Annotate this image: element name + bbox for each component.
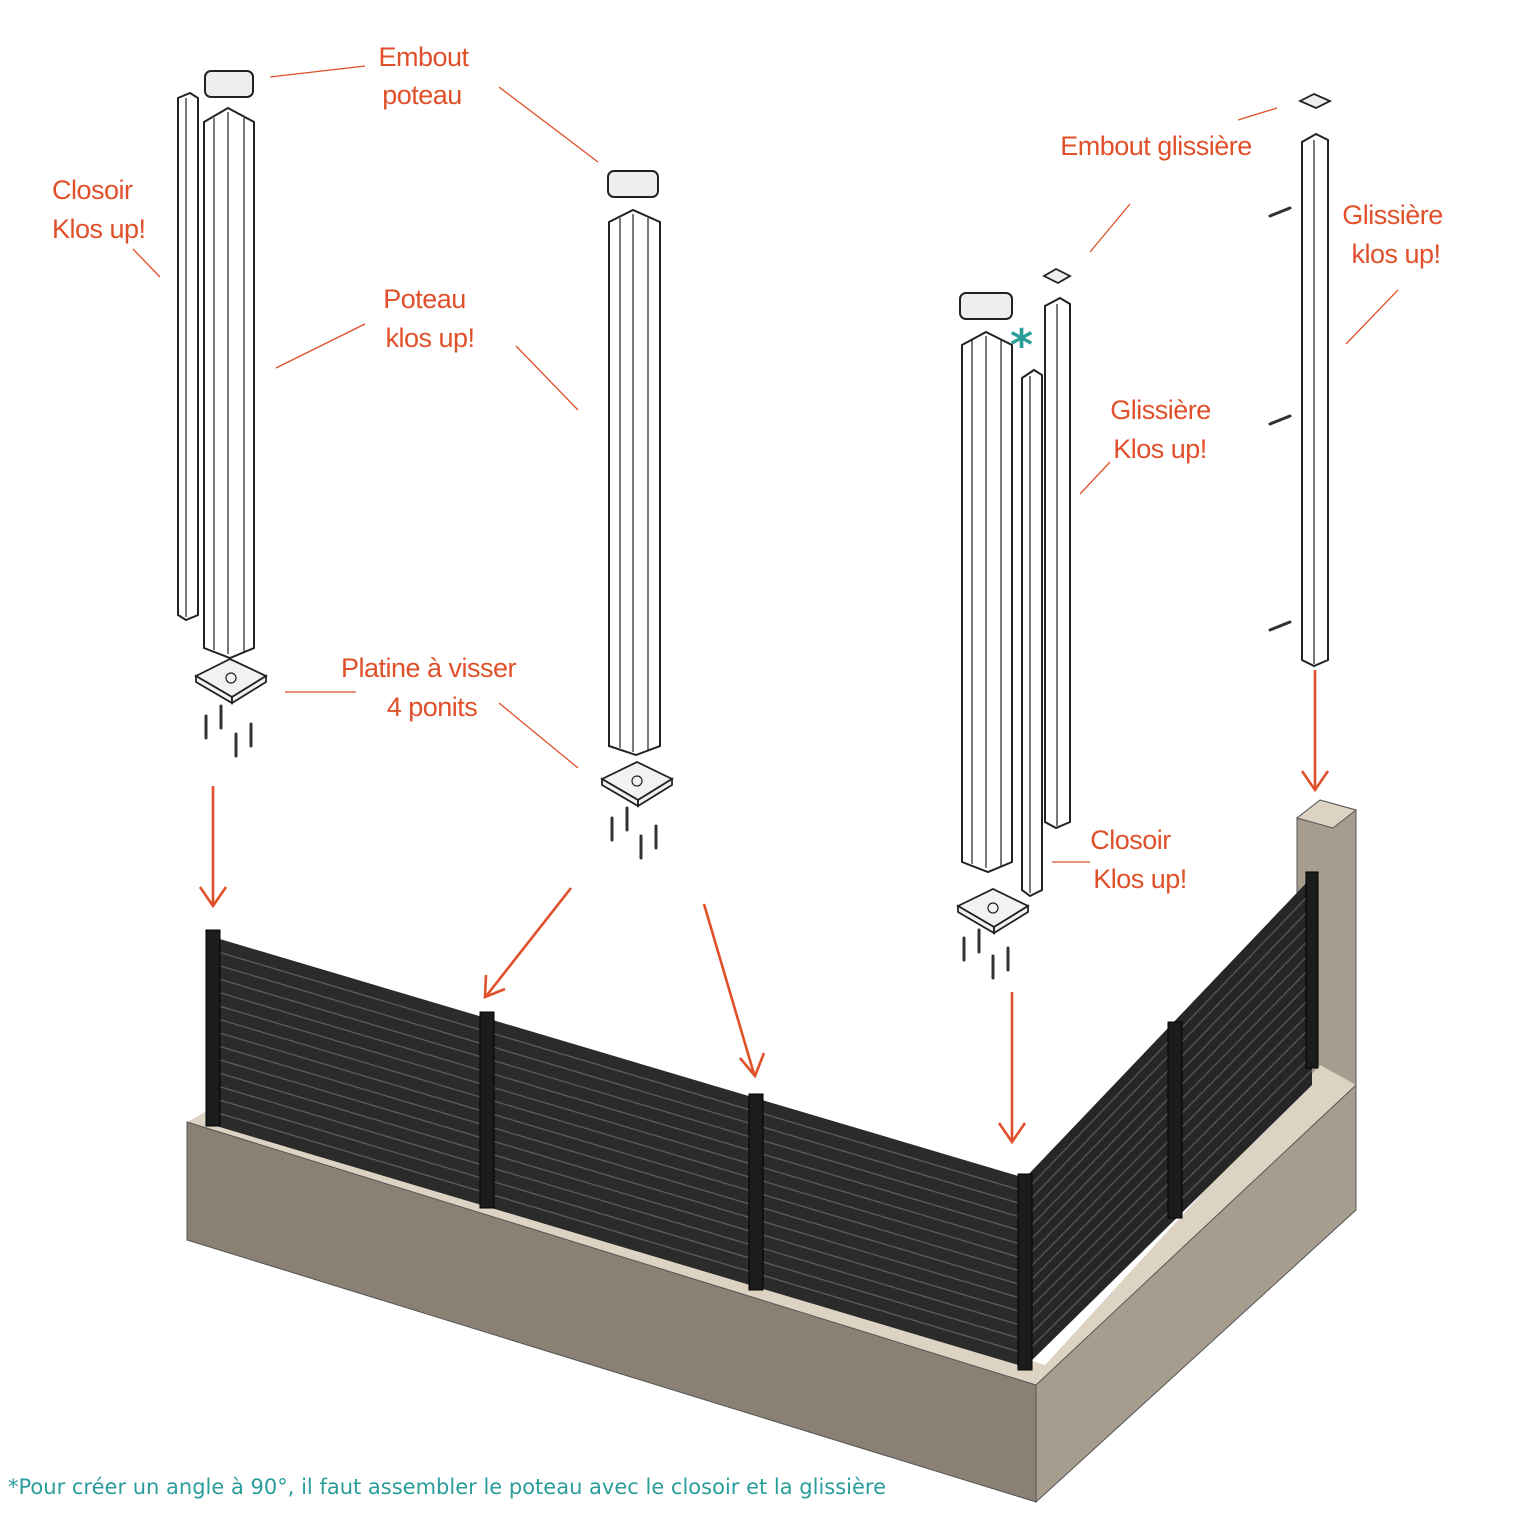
- wall-side: [1035, 1083, 1357, 1504]
- fence-slat: [212, 1084, 1026, 1328]
- corner-post-assembly: [956, 267, 1072, 980]
- footnote: *Pour créer un angle à 90°, il faut asse…: [8, 1475, 886, 1499]
- fence-post: [205, 929, 221, 1127]
- poteau-profile: [203, 106, 255, 660]
- arrow-corner-post: [997, 992, 1027, 1145]
- corner-asterisk: *: [1010, 320, 1033, 371]
- platine-part: [956, 887, 1030, 929]
- screws: [962, 928, 1010, 980]
- label-glissiere-mid: Glissière Klos up!: [1110, 395, 1218, 464]
- fence-post: [1167, 1021, 1183, 1219]
- arrow-middle-right: [702, 903, 766, 1079]
- fence-slat: [212, 1057, 1026, 1301]
- label-closoir-right: Closoir Klos up!: [1090, 825, 1187, 894]
- fence-slat: [212, 976, 1026, 1220]
- label-closoir-left: Closoir Klos up!: [52, 175, 146, 244]
- poteau-profile: [608, 208, 661, 757]
- arrow-middle-left: [483, 887, 573, 999]
- platine-part: [600, 760, 674, 802]
- arrow-left-post: [198, 786, 228, 909]
- embout-glissiere-part: [1297, 93, 1333, 109]
- wall-pillar-top: [1295, 799, 1358, 829]
- fence-posts: [205, 871, 1319, 1371]
- label-poteau: Poteau klos up!: [383, 284, 474, 353]
- fence-slat: [212, 990, 1026, 1233]
- fence-slat: [212, 1043, 1026, 1287]
- direction-arrows: [198, 670, 1330, 1145]
- embout-poteau-part: [204, 70, 254, 98]
- wall-glissiere-assembly: [1268, 93, 1333, 668]
- fence-slat: [212, 1003, 1026, 1247]
- fence-slat: [212, 1110, 1026, 1355]
- screws: [1268, 206, 1292, 632]
- label-embout-poteau: Embout poteau: [378, 42, 475, 110]
- leader-lines: [132, 65, 1399, 863]
- fence-left-run: [212, 937, 1026, 1367]
- wall-top-right: [1036, 1065, 1356, 1385]
- middle-post-assembly: [600, 170, 674, 860]
- screws: [610, 806, 658, 860]
- closoir-profile: [1021, 368, 1043, 898]
- embout-glissiere-part: [1042, 267, 1072, 285]
- label-platine: Platine à visser 4 ponits: [341, 653, 523, 722]
- label-glissiere-right: Glissière klos up!: [1342, 200, 1450, 269]
- label-embout-glissiere: Embout glissière: [1060, 131, 1252, 161]
- fence-slat: [212, 1070, 1026, 1314]
- fence-post: [1017, 1173, 1033, 1371]
- fence-slat: [212, 1016, 1026, 1260]
- fence-post: [1305, 871, 1319, 1069]
- fence-slat: [212, 949, 1026, 1193]
- left-post-assembly: [177, 70, 268, 758]
- glissiere-profile: [1301, 132, 1329, 668]
- fence-post: [748, 1093, 764, 1291]
- embout-poteau-part: [607, 170, 659, 198]
- poteau-profile: [961, 330, 1013, 874]
- closoir-profile: [177, 91, 199, 622]
- callout-labels: Embout poteau Closoir Klos up! Poteau kl…: [52, 42, 1450, 894]
- platine-part: [194, 657, 268, 699]
- arrow-wall-glissiere: [1300, 670, 1330, 793]
- fence-slat: [212, 963, 1026, 1206]
- fence-post: [479, 1011, 495, 1209]
- embout-poteau-part: [959, 292, 1013, 320]
- fence-slat: [212, 1097, 1026, 1341]
- fence-slat: [212, 1030, 1026, 1274]
- screws: [204, 704, 253, 758]
